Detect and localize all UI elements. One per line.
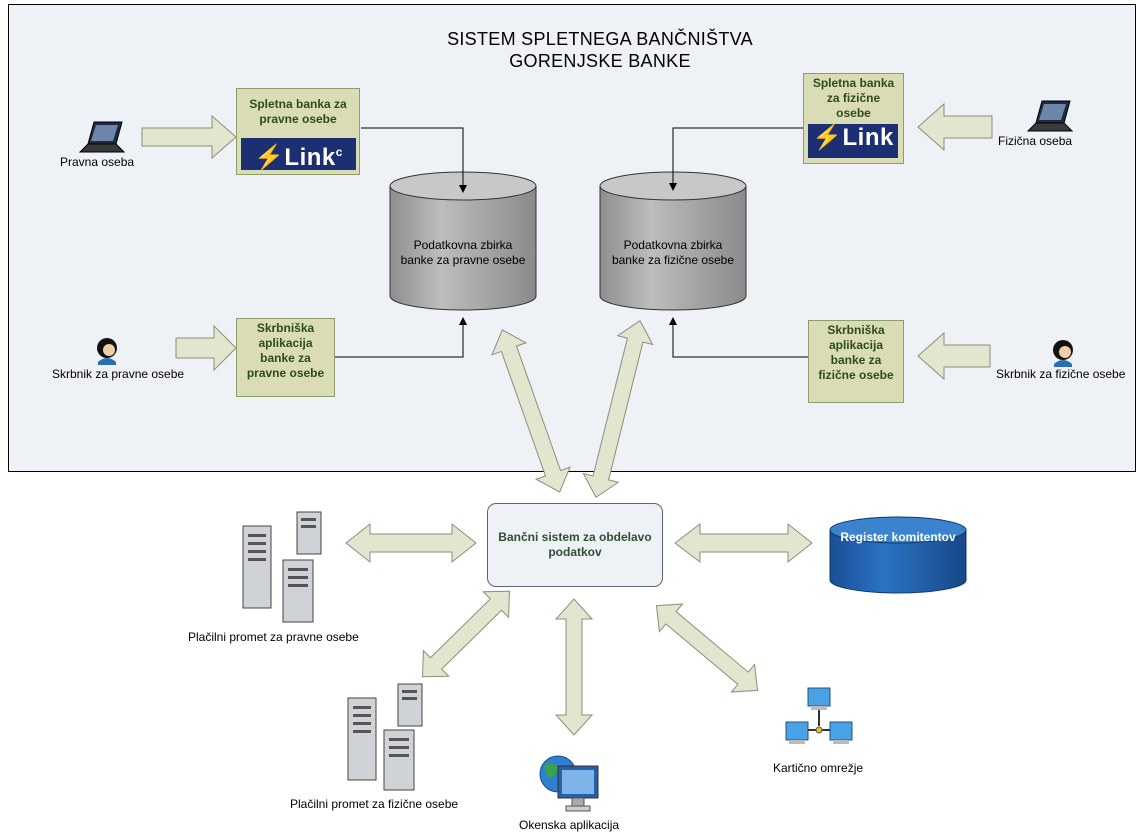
link-logo: ⚡Linkc [241,138,356,171]
link-logo-text: Link [284,144,336,171]
link-logo-text: Link [842,124,894,151]
central-banking-system-box: Bančni sistem za obdelavo podatkov [487,503,663,587]
connector-lines [335,127,808,358]
payments-natural-label: Plačilni promet za fizične osebe [290,797,459,811]
laptop-icon [78,121,126,153]
central-banking-system-label: Bančni sistem za obdelavo podatkov [498,530,652,559]
network-icon [785,687,853,744]
laptop-icon [1026,100,1074,132]
db-natural-label: Podatkovna zbirka banke za fizične osebe [611,238,735,267]
web-bank-natural-label: Spletna banka za fizične osebe [812,76,895,120]
counter-app-label: Okenska aplikacija [519,818,620,832]
title-line-1: SISTEM SPLETNEGA BANČNIŠTVA [447,29,753,49]
title-line-2: GORENJSKE BANKE [509,51,691,71]
link-logo-suffix: c [335,145,343,159]
diagram-title: SISTEM SPLETNEGA BANČNIŠTVA GORENJSKE BA… [380,28,820,72]
double-arrows [345,319,813,736]
client-register-cylinder [829,516,967,594]
globe-monitor-icon [539,755,599,812]
card-network-label: Kartično omrežje [773,761,864,775]
person-icon [1053,340,1073,367]
db-legal-label: Podatkovna zbirka banke za pravne osebe [400,238,526,267]
payments-legal-label: Plačilni promet za pravne osebe [188,630,359,644]
custodian-app-legal-label: Skrbniška aplikacija banke za pravne ose… [246,321,325,380]
server-icon [347,683,423,791]
web-bank-legal-label: Spletna banka za pravne osebe [249,97,347,126]
person-icon [97,338,117,365]
web-banking-system-frame [8,4,1136,472]
link-logo: ⚡Link [808,124,898,158]
natural-person-label: Fizična oseba [998,134,1073,148]
client-register-label: Register komitentov [840,530,956,544]
custodian-natural-label: Skrbnik za fizične osebe [996,367,1126,381]
legal-person-label: Pravna oseba [60,155,135,169]
custodian-app-natural-box: Skrbniška aplikacija banke za fizične os… [808,320,904,403]
custodian-app-natural-label: Skrbniška aplikacija banke za fizične os… [818,323,894,382]
custodian-legal-label: Skrbnik za pravne osebe [52,367,185,381]
custodian-app-legal-box: Skrbniška aplikacija banke za pravne ose… [236,318,335,397]
block-arrows [141,102,993,381]
server-icon [242,511,322,623]
